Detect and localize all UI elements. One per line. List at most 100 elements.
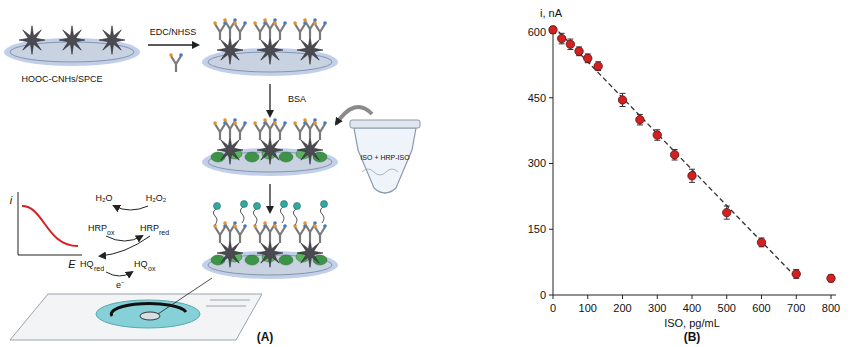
incubation-arrow xyxy=(336,107,372,124)
antibody-stem xyxy=(269,29,271,37)
antibody-stem xyxy=(279,235,281,243)
antibody-arm xyxy=(280,227,285,235)
error-cap xyxy=(654,129,660,130)
data-point xyxy=(575,47,583,55)
antibody-arm xyxy=(220,124,225,132)
cycle-arrow xyxy=(114,206,148,210)
reagent-label: BSA xyxy=(288,95,306,105)
antibody-tip xyxy=(213,121,217,125)
antibody-arm xyxy=(171,56,176,64)
inset-curve xyxy=(22,206,78,246)
y-tick xyxy=(549,229,553,230)
antibody-tip xyxy=(313,121,317,125)
antibody-tip xyxy=(283,21,287,25)
antibody-arm xyxy=(265,224,270,232)
data-point xyxy=(688,172,696,180)
subscript: ox xyxy=(148,265,155,273)
tick-label: 400 xyxy=(683,302,701,314)
antibody-stem xyxy=(239,235,241,243)
species-label: HRP xyxy=(88,224,107,234)
panel-label: (B) xyxy=(684,331,701,344)
bsa-protein xyxy=(245,152,259,162)
antibody-arm xyxy=(305,21,310,29)
antibody-tip xyxy=(293,121,297,125)
antibody-stem xyxy=(269,232,271,240)
zoom-line xyxy=(158,278,212,314)
step-arrow xyxy=(269,184,270,212)
antibody-arm xyxy=(225,121,230,129)
axis-label: i xyxy=(10,194,12,206)
tube-content xyxy=(362,169,398,175)
antibody-arm xyxy=(215,24,220,32)
antibody-stem xyxy=(309,29,311,37)
antibody-arm xyxy=(215,124,220,132)
antibody-arm xyxy=(275,227,280,235)
antibody-tip xyxy=(243,121,247,125)
x-tick xyxy=(657,295,658,299)
conjugate-chain xyxy=(280,206,284,223)
antibody-stem xyxy=(219,32,221,40)
antibody-arm xyxy=(300,124,305,132)
antibody-stem xyxy=(229,232,231,240)
antibody-stem xyxy=(229,29,231,37)
antibody-tip xyxy=(169,53,173,57)
error-cap xyxy=(559,33,565,34)
tick-label: 200 xyxy=(613,302,631,314)
antibody-stem xyxy=(219,132,221,140)
antibody-arm xyxy=(255,124,260,132)
antibody-arm xyxy=(305,224,310,232)
antibody-arm xyxy=(260,24,265,32)
tick-label: 700 xyxy=(787,302,805,314)
species-label: H₂O xyxy=(96,194,113,204)
antibody-tip xyxy=(243,21,247,25)
antibody-tip xyxy=(293,21,297,25)
conjugate-chain xyxy=(240,206,244,223)
error-cap xyxy=(654,140,660,141)
conjugate-chain xyxy=(253,208,257,225)
antibody-stem xyxy=(319,132,321,140)
error-cap xyxy=(567,39,573,40)
antibody-arm xyxy=(305,121,310,129)
error-cap xyxy=(689,169,695,170)
data-point xyxy=(636,115,644,123)
antibody-stem xyxy=(299,32,301,40)
tick-label: 300 xyxy=(648,302,666,314)
tube-label: ISO + HRP-ISO xyxy=(360,154,409,162)
antibody-stem xyxy=(299,132,301,140)
data-point xyxy=(757,238,765,246)
cycle-arrow xyxy=(106,272,132,276)
species-label: HQ xyxy=(80,260,94,270)
antibody-arm xyxy=(280,24,285,32)
data-point xyxy=(653,131,661,139)
antibody-arm xyxy=(320,227,325,235)
antibody-tip xyxy=(303,18,307,22)
strip-track xyxy=(210,300,250,301)
tick-label: 600 xyxy=(752,302,770,314)
data-point xyxy=(566,40,574,48)
antibody-arm xyxy=(225,224,230,232)
antibody-tip xyxy=(323,121,327,125)
antibody-arm xyxy=(260,124,265,132)
tick-label: 500 xyxy=(718,302,736,314)
antibody-tip xyxy=(233,224,237,228)
hrp-enzyme xyxy=(241,201,248,208)
x-axis xyxy=(553,295,836,296)
antibody-arm xyxy=(240,124,245,132)
antibody-stem xyxy=(309,232,311,240)
step-arrow xyxy=(148,44,198,45)
antibody-arm xyxy=(225,21,230,29)
antibody-arm xyxy=(240,24,245,32)
antibody-stem xyxy=(259,235,261,243)
step-arrow xyxy=(269,84,270,116)
species-label: HQ xyxy=(134,260,148,270)
species-label: HRP xyxy=(140,224,159,234)
antibody-tip xyxy=(253,21,257,25)
error-cap xyxy=(620,106,626,107)
antibody-tip xyxy=(233,121,237,125)
conjugate-chain xyxy=(293,208,297,225)
antibody-tip xyxy=(243,224,247,228)
error-cap xyxy=(567,49,573,50)
data-point xyxy=(792,270,800,278)
strip-track xyxy=(206,306,246,307)
carbon-nanohorn xyxy=(59,26,85,55)
